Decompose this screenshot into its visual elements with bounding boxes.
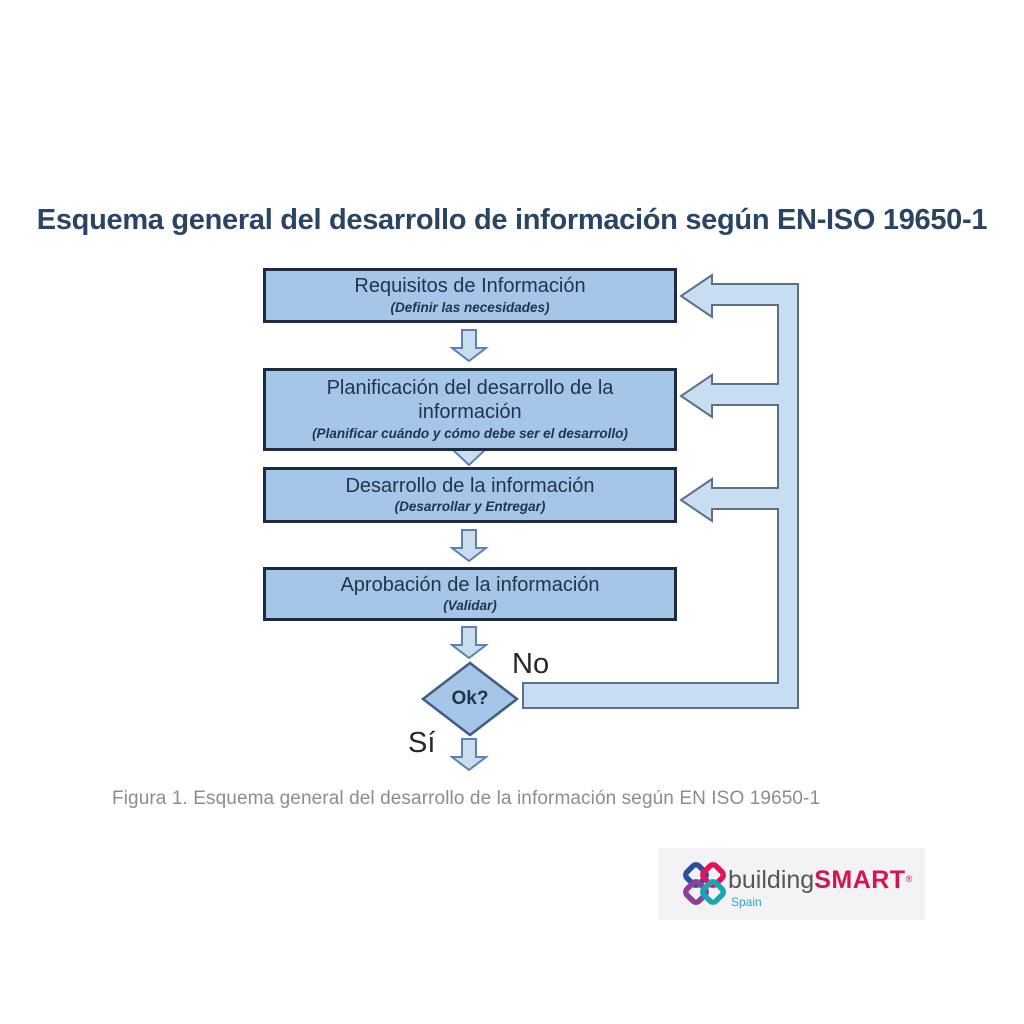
branch-label-yes: Sí xyxy=(408,727,436,759)
down-arrow-4-icon xyxy=(449,626,489,660)
brand-prefix: building xyxy=(728,866,815,894)
flow-box-label: Aprobación de la información xyxy=(340,573,600,596)
down-arrow-yes-icon xyxy=(449,738,489,772)
flow-box-sublabel: (Planificar cuándo y cómo debe ser el de… xyxy=(312,425,628,441)
brand-region: Spain xyxy=(731,895,762,909)
branch-label-no: No xyxy=(512,648,550,680)
figure-caption: Figura 1. Esquema general del desarrollo… xyxy=(112,788,821,809)
flow-box-desarrollo: Desarrollo de la información (Desarrolla… xyxy=(263,467,677,523)
flow-box-label: Planificación del desarrollo de la infor… xyxy=(326,377,614,424)
feedback-loop-pipe xyxy=(522,273,799,709)
brand-suffix: SMART xyxy=(814,866,906,894)
flow-box-aprobacion: Aprobación de la información (Validar) xyxy=(263,567,677,621)
buildingsmart-logo: buildingSMART® Spain xyxy=(658,848,925,920)
flow-box-sublabel: (Desarrollar y Entregar) xyxy=(394,499,546,515)
flow-box-sublabel: (Definir las necesidades) xyxy=(390,299,550,315)
registered-mark-icon: ® xyxy=(905,874,913,884)
decision-diamond xyxy=(420,661,520,737)
flow-box-requisitos: Requisitos de Información (Definir las n… xyxy=(263,268,677,323)
decision-label: Ok? xyxy=(451,688,489,709)
buildingsmart-icon xyxy=(683,862,726,905)
down-arrow-1-icon xyxy=(449,329,489,363)
page-title: Esquema general del desarrollo de inform… xyxy=(36,204,988,236)
brand-wordmark: buildingSMART® xyxy=(728,866,912,895)
flow-box-label: Desarrollo de la información xyxy=(345,474,595,497)
down-arrow-2-icon xyxy=(449,448,489,467)
flow-box-sublabel: (Validar) xyxy=(443,598,497,614)
flow-box-label: Requisitos de Información xyxy=(354,275,586,298)
flow-box-planificacion: Planificación del desarrollo de la infor… xyxy=(263,368,677,451)
down-arrow-3-icon xyxy=(449,529,489,563)
